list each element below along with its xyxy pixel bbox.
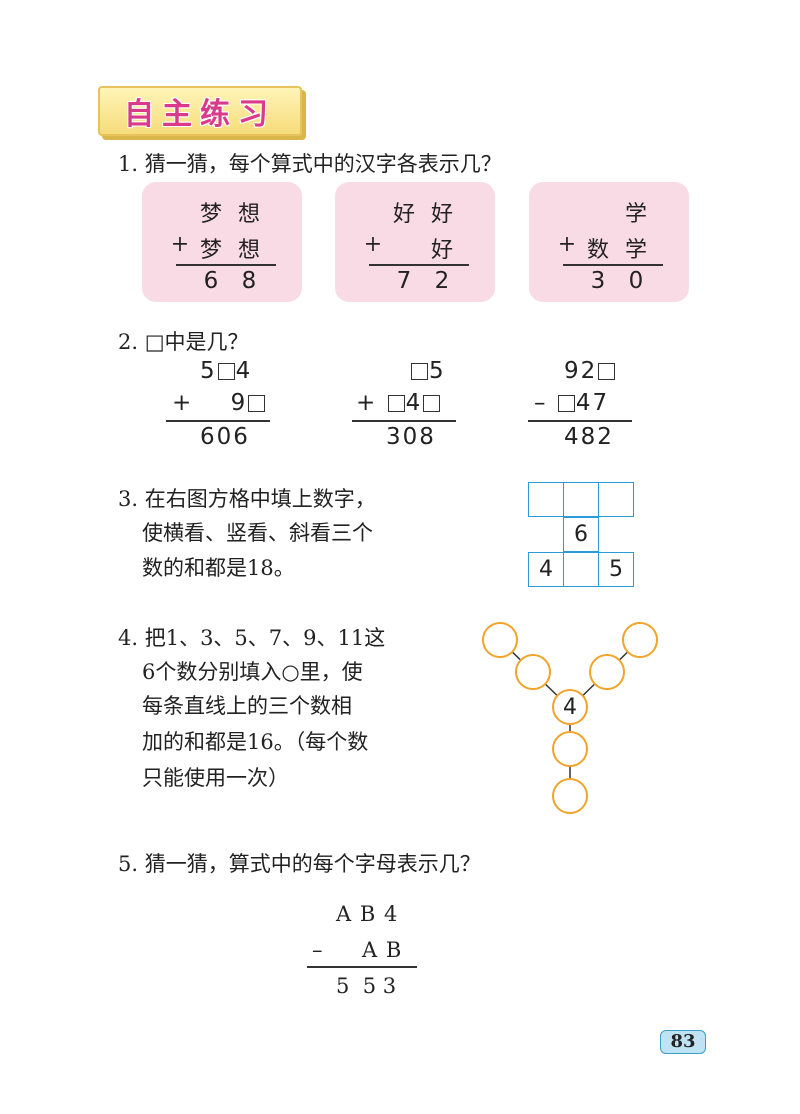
blank-box-icon xyxy=(248,395,266,412)
question-1-text: 1. 猜一猜，每个算式中的汉字各表示几？ xyxy=(118,152,502,176)
q1-b1-plus: + xyxy=(170,232,190,257)
q2-p1-row2: + 9 xyxy=(172,390,266,416)
question-3-line-2: 使横看、竖看、斜看三个 xyxy=(142,521,373,545)
q2-p2-r1b: 5 xyxy=(429,358,446,384)
q1-b3-result-1: 3 xyxy=(590,268,606,294)
question-5-text: 5. 猜一猜，算式中的每个字母表示几？ xyxy=(118,852,481,876)
q1-b2-result-2: 2 xyxy=(434,268,450,294)
q1-b3-second-1: 数 xyxy=(586,238,609,263)
q4-circle-lower-1[interactable] xyxy=(552,731,588,767)
q2-p3-op: – xyxy=(534,390,548,416)
q4-circle-center: 4 xyxy=(552,689,588,725)
question-4-line-4: 加的和都是16。（每个数 xyxy=(142,730,369,754)
blank-box-icon xyxy=(387,395,405,412)
q1-b3-result-2: 0 xyxy=(628,268,644,294)
question-2-text: 2. □中是几？ xyxy=(118,330,249,354)
q1-b2-top-2: 好 xyxy=(430,202,453,227)
q5-row1: A B 4 xyxy=(336,902,398,926)
q2-p1-r1b: 4 xyxy=(235,358,253,384)
q1-b1-result-1: 6 xyxy=(203,268,219,294)
question-4-line-2: 6个数分别填入○里，使 xyxy=(142,660,363,684)
question-3-line-1: 3. 在右图方格中填上数字， xyxy=(118,487,376,511)
q2-p2-row1: 5 xyxy=(410,358,446,384)
q2-p1-r2a: 9 xyxy=(230,390,248,416)
blank-box-icon xyxy=(557,395,575,412)
q2-p1-op: + xyxy=(172,390,194,416)
q4-circle-lower-2[interactable] xyxy=(552,778,588,814)
q1-b3-top-2: 学 xyxy=(624,202,647,227)
q4-circle-top-left[interactable] xyxy=(482,622,518,658)
grid-cell-bottom-left: 4 xyxy=(528,552,564,587)
q1-b2-plus: + xyxy=(363,232,383,257)
q1-b1-second-2: 想 xyxy=(237,238,260,263)
grid-cell[interactable] xyxy=(563,552,599,587)
q5-result: 5 5 3 xyxy=(336,974,397,998)
page-number: 83 xyxy=(660,1030,706,1054)
q1-box-2: 好 好 + 好 7 2 xyxy=(335,182,495,302)
q2-p2-line xyxy=(352,420,456,422)
q2-p2-r2b: 4 xyxy=(405,390,423,416)
blank-box-icon xyxy=(598,363,616,380)
q1-b1-top-2: 想 xyxy=(237,202,260,227)
section-banner: 自主练习 xyxy=(98,86,302,136)
q2-p1-r1a: 5 xyxy=(200,358,217,384)
grid-cell[interactable] xyxy=(528,482,564,517)
q5-op: – xyxy=(312,938,323,962)
q1-b1-line xyxy=(176,264,276,266)
q1-b3-second-2: 学 xyxy=(624,238,647,263)
grid-cell[interactable] xyxy=(563,482,599,517)
q4-circle-top-right[interactable] xyxy=(622,622,658,658)
grid-cell-center: 6 xyxy=(563,517,599,552)
blank-box-icon xyxy=(217,363,235,380)
q5-line xyxy=(307,966,417,968)
q1-b3-line xyxy=(563,264,663,266)
q1-b2-top-1: 好 xyxy=(392,202,415,227)
blank-box-icon xyxy=(411,363,428,380)
q2-p3-row1: 92 xyxy=(564,358,616,384)
section-title: 自主练习 xyxy=(124,97,276,132)
grid-cell-bottom-right: 5 xyxy=(598,552,634,587)
q1-box-1: 梦 想 + 梦 想 6 8 xyxy=(142,182,302,302)
q1-b2-second-2: 好 xyxy=(430,238,453,263)
q2-p2-op: + xyxy=(356,390,378,416)
q5-row2: A B xyxy=(362,938,402,962)
q2-p3-r1a: 92 xyxy=(564,358,598,384)
blank-box-icon xyxy=(423,395,441,412)
q2-p3-line xyxy=(528,420,632,422)
q2-p2-row2: + 4 xyxy=(356,390,441,416)
question-4-line-5: 只能使用一次） xyxy=(142,766,289,790)
question-3-line-3: 数的和都是18。 xyxy=(142,556,295,580)
q2-p1-result: 606 xyxy=(200,424,250,450)
q1-b1-top-1: 梦 xyxy=(199,202,222,227)
q1-b3-plus: + xyxy=(557,232,577,257)
q2-p1-line xyxy=(166,420,270,422)
q1-b2-result-1: 7 xyxy=(396,268,412,294)
q4-circle-mid-left[interactable] xyxy=(515,654,551,690)
q2-p3-r2b: 47 xyxy=(575,390,610,416)
q1-box-3: 学 + 数 学 3 0 xyxy=(529,182,689,302)
q2-p3-row2: – 47 xyxy=(534,390,609,416)
q2-p2-result: 308 xyxy=(386,424,436,450)
q4-circle-mid-right[interactable] xyxy=(589,654,625,690)
q1-b1-second-1: 梦 xyxy=(199,238,222,263)
q1-b1-result-2: 8 xyxy=(241,268,257,294)
q1-b2-line xyxy=(369,264,469,266)
grid-cell[interactable] xyxy=(598,482,634,517)
q2-p3-result: 482 xyxy=(564,424,614,450)
question-4-line-1: 4. 把1、3、5、7、9、11这 xyxy=(118,626,386,650)
q3-number-grid: 6 4 5 xyxy=(528,482,638,590)
question-4-line-3: 每条直线上的三个数相 xyxy=(142,694,352,718)
